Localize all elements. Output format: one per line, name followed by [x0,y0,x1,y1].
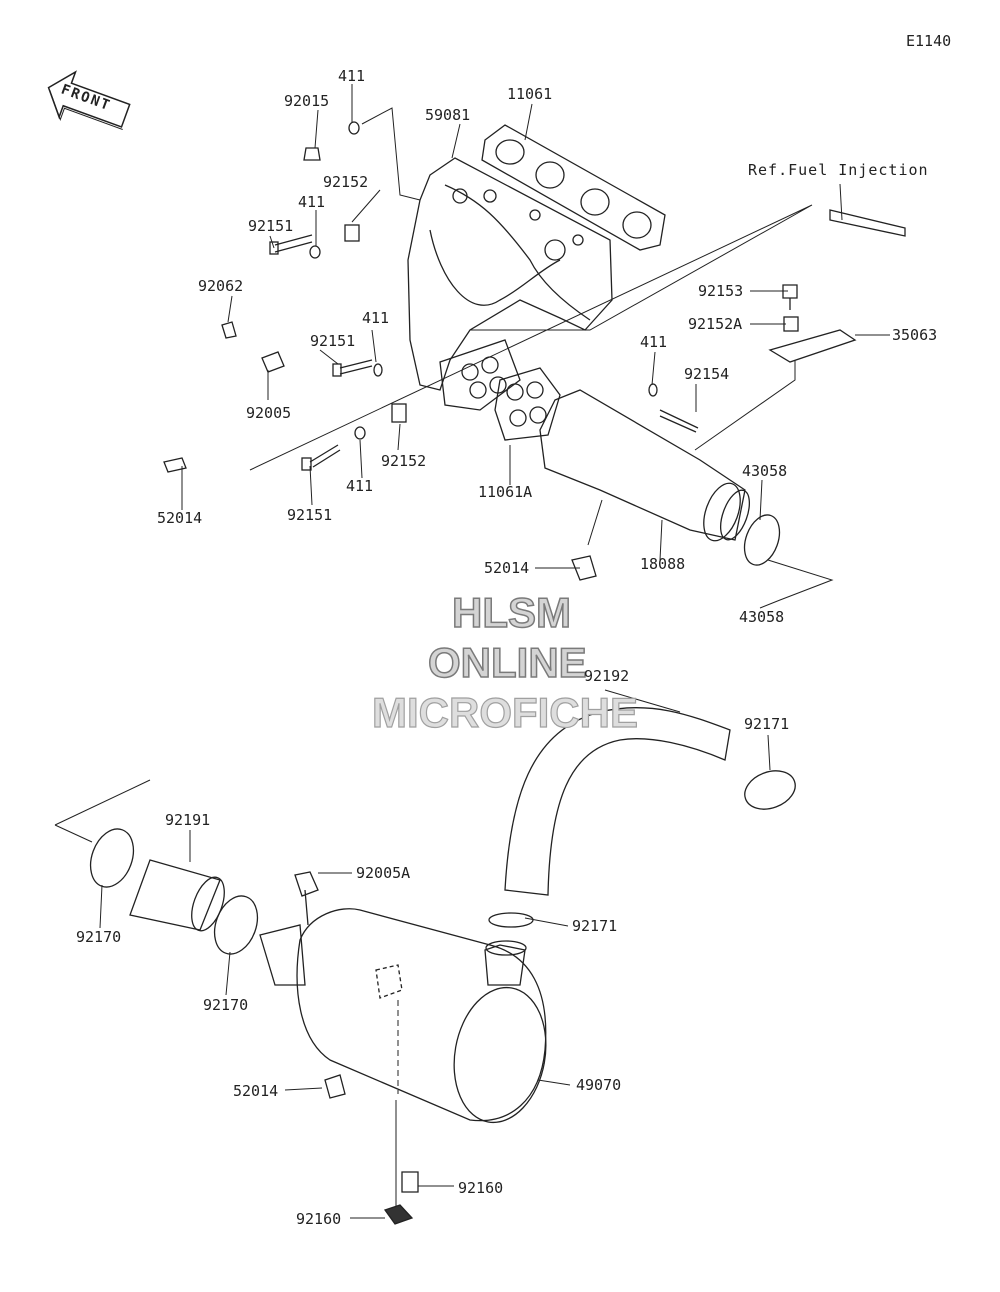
exhaust-manifold-59081 [407,157,613,391]
pad-92160 [401,1171,419,1193]
gasket-11061 [481,124,666,251]
part-label[interactable]: 92171 [572,917,618,935]
hose-clamp-92171 [744,770,796,810]
part-label[interactable]: 52014 [157,509,203,527]
pad-92160 [383,1204,414,1225]
part-label[interactable]: 52014 [484,559,530,577]
part-label[interactable]: 92152 [323,173,369,191]
part-label[interactable]: 411 [338,67,366,85]
part-label[interactable]: 92151 [248,217,294,235]
part-label[interactable]: 92154 [684,365,730,383]
part-label[interactable]: 49070 [576,1076,622,1094]
reference-fuel-injection-link[interactable]: Ref.Fuel Injection [748,161,929,179]
part-label[interactable]: 43058 [742,462,788,480]
part-label[interactable]: 92153 [698,282,744,300]
clamp-92170 [89,828,135,888]
part-label[interactable]: 92170 [203,996,249,1014]
part-label[interactable]: 92170 [76,928,122,946]
part-label[interactable]: 92151 [287,506,333,524]
part-label[interactable]: 11061 [507,85,553,103]
part-label[interactable]: 411 [640,333,668,351]
leader-lines [54,84,890,1219]
part-label[interactable]: 52014 [233,1082,279,1100]
clamp-ring-43058 [743,514,781,566]
part-label[interactable]: 92160 [296,1210,342,1228]
diagram-code: E1140 [906,32,952,50]
exhaust-pipe-18088 [539,389,751,542]
part-label[interactable]: 92151 [310,332,356,350]
part-label[interactable]: 18088 [640,555,686,573]
part-label[interactable]: 92192 [584,667,630,685]
part-label[interactable]: 411 [362,309,390,327]
part-label[interactable]: 411 [298,193,326,211]
clamp-92170 [213,895,259,955]
part-label[interactable]: 92005 [246,404,292,422]
part-label[interactable]: 11061A [478,483,533,501]
part-label[interactable]: 92062 [198,277,244,295]
watermark-line-2: ONLINE [427,639,587,686]
part-label[interactable]: 411 [346,477,374,495]
part-label[interactable]: 92152 [381,452,427,470]
part-label[interactable]: 92015 [284,92,330,110]
hose-clamp-92171 [488,912,534,928]
part-label[interactable]: 92152A [688,315,743,333]
part-label[interactable]: 59081 [425,106,471,124]
part-label[interactable]: 35063 [892,326,938,344]
watermark-line-1: HLSM [451,589,572,636]
part-label[interactable]: 92005A [356,864,411,882]
watermark-line-3: MICROFICHE [371,689,638,736]
part-label[interactable]: 92171 [744,715,790,733]
part-label[interactable]: 92160 [458,1179,504,1197]
muffler-49070 [259,871,547,1124]
part-label[interactable]: 92191 [165,811,211,829]
part-label[interactable]: 43058 [739,608,785,626]
flange-gasket-11061a [439,339,561,441]
front-arrow-icon [47,70,131,130]
small-fasteners [163,121,906,581]
bracket-35063 [768,329,857,363]
hose-92192 [504,706,731,896]
